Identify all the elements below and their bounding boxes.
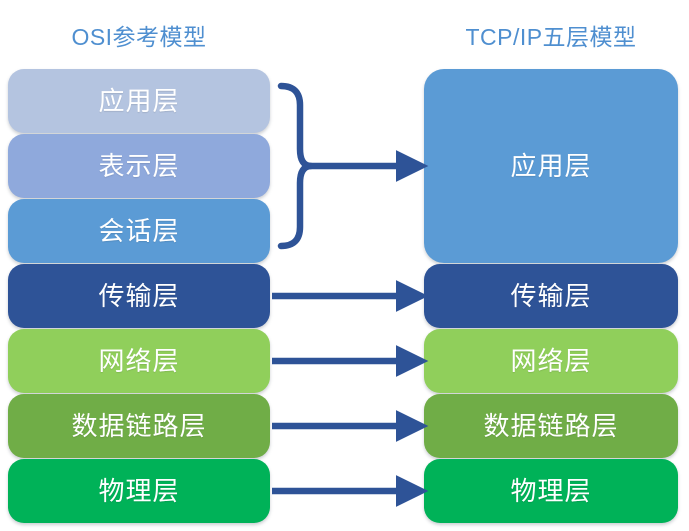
tcpip-layer-application[interactable]: 应用层: [424, 69, 678, 263]
tcpip-column-title: TCP/IP五层模型: [465, 24, 637, 50]
osi-column-title: OSI参考模型: [71, 24, 207, 50]
